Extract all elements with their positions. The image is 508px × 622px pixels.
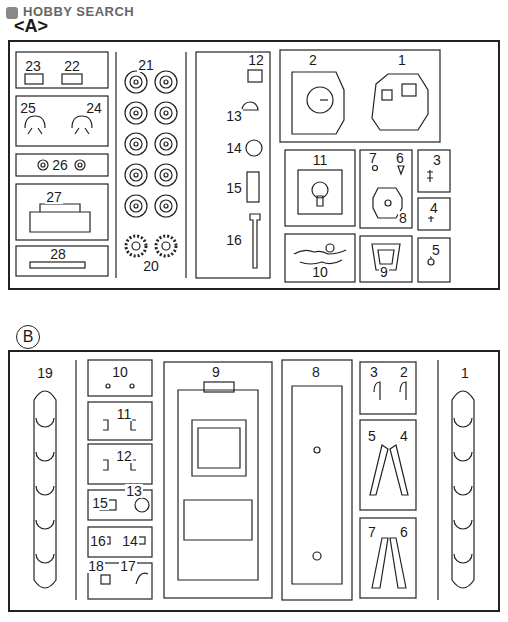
- callout-number: 7: [367, 525, 377, 539]
- callout-number: 13: [225, 109, 243, 123]
- callout-number: 5: [367, 429, 377, 443]
- callout-number: 6: [399, 525, 409, 539]
- callout-number: 16: [225, 233, 243, 247]
- callout-number: 11: [116, 407, 133, 421]
- callout-number: 12: [247, 53, 265, 67]
- watermark: HOBBY SEARCH: [22, 5, 135, 19]
- sprue-letter: <A>: [14, 16, 48, 37]
- callout-number: 1: [460, 366, 470, 380]
- callout-number: 13: [125, 484, 143, 498]
- callout-number: 6: [395, 151, 405, 165]
- callout-number: 8: [398, 211, 408, 225]
- sprue-b-runners: [76, 360, 438, 600]
- callout-number: 16: [89, 534, 107, 548]
- callout-number: 17: [119, 559, 137, 573]
- callout-number: 14: [225, 141, 243, 155]
- sprue-frame: B: [8, 350, 500, 612]
- callout-number: 10: [111, 365, 129, 379]
- sprue-a-runners: [16, 50, 450, 282]
- callout-number: 23: [24, 59, 42, 73]
- callout-number: 2: [399, 365, 409, 379]
- callout-number: 12: [115, 449, 133, 463]
- callout-number: 22: [63, 59, 81, 73]
- sprue-a-parts: [25, 70, 434, 270]
- road-wheels: [36, 71, 472, 563]
- callout-number: 11: [312, 153, 329, 167]
- callout-number: 15: [225, 181, 243, 195]
- callout-number: 27: [45, 190, 63, 204]
- callout-number: 9: [211, 365, 221, 379]
- callout-number: 20: [142, 259, 160, 273]
- callout-number: 26: [51, 158, 69, 172]
- callout-number: 7: [368, 151, 378, 165]
- callout-number: 18: [87, 559, 105, 573]
- callout-number: 10: [311, 265, 329, 279]
- callout-number: 4: [399, 429, 409, 443]
- callout-number: 25: [19, 101, 37, 115]
- sprue-frame: <A>: [8, 40, 500, 290]
- sprue-b-parts: [34, 382, 474, 588]
- callout-number: 21: [137, 58, 155, 72]
- callout-number: 14: [121, 534, 139, 548]
- callout-number: 15: [91, 496, 109, 510]
- callout-number: 9: [379, 265, 389, 279]
- callout-number: 19: [36, 366, 54, 380]
- callout-number: 3: [432, 153, 442, 167]
- callout-number: 8: [311, 365, 321, 379]
- callout-number: 2: [308, 53, 318, 67]
- sprue-letter: B: [16, 325, 40, 349]
- callout-number: 24: [85, 101, 103, 115]
- callout-number: 4: [429, 201, 439, 215]
- callout-number: 5: [431, 243, 441, 257]
- callout-number: 3: [369, 365, 379, 379]
- callout-number: 28: [49, 247, 67, 261]
- callout-number: 1: [397, 53, 407, 67]
